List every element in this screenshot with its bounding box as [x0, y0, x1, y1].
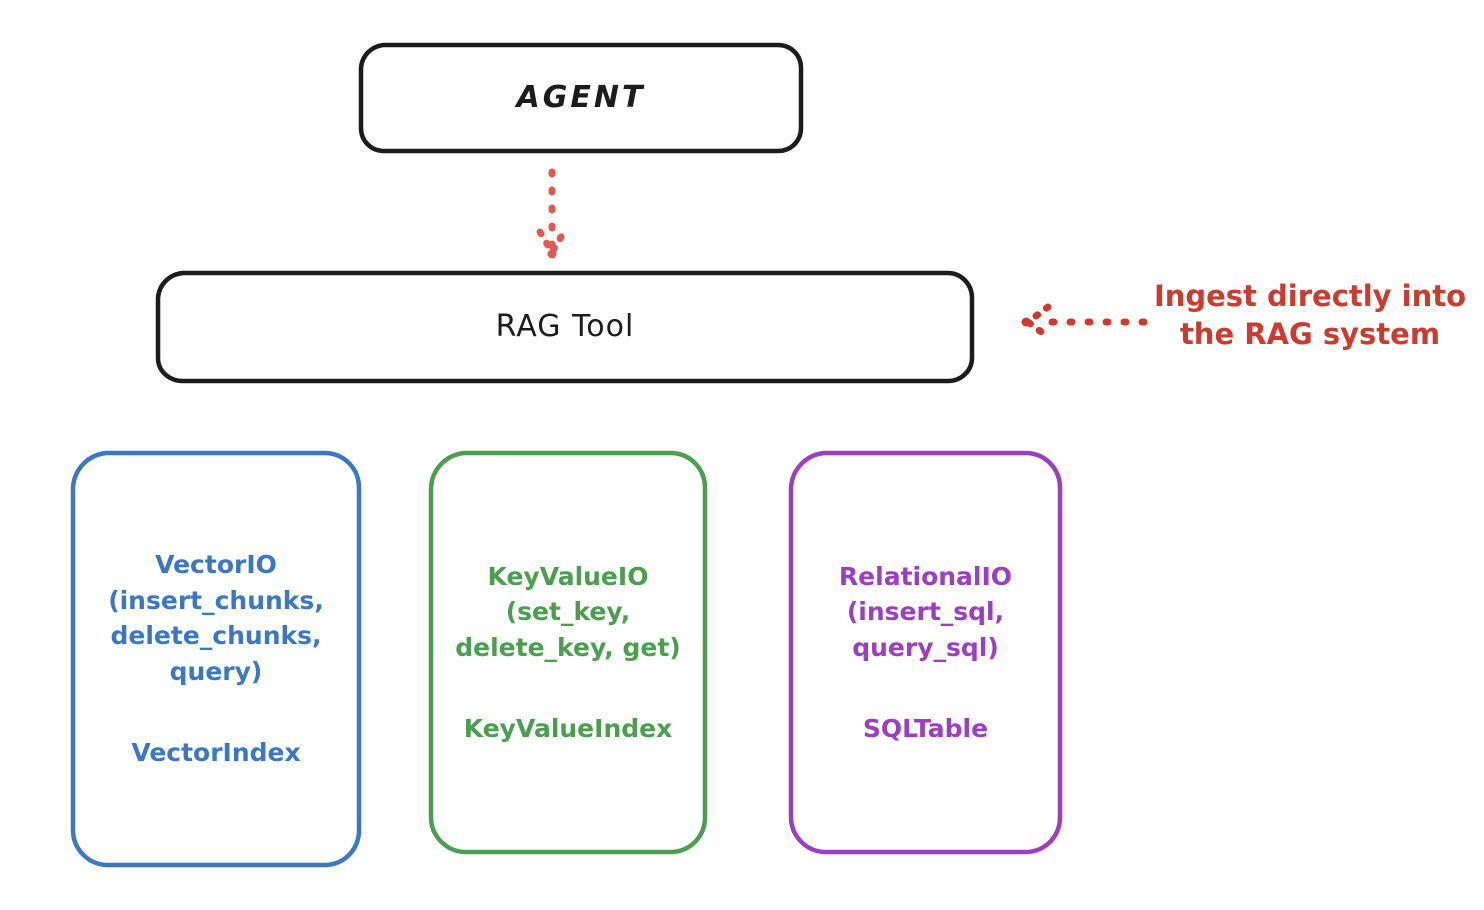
annotation-ingest: Ingest directly into the RAG system: [1153, 279, 1467, 351]
agent-content: AGENT: [358, 78, 804, 118]
rag-tool-content: RAG Tool: [155, 307, 975, 347]
agent-label: AGENT: [516, 79, 646, 115]
relational-io-api-label: RelationalIO (insert_sql, query_sql): [838, 561, 1013, 662]
node-relational-io[interactable]: RelationalIO (insert_sql, query_sql) SQL…: [788, 450, 1063, 855]
key-value-io-api-label: KeyValueIO (set_key, delete_key, get): [455, 561, 681, 662]
arrow-agent-to-rag-tool: [536, 168, 568, 259]
vector-io-api-label: VectorIO (insert_chunks, delete_chunks, …: [108, 550, 324, 686]
node-vector-io[interactable]: VectorIO (insert_chunks, delete_chunks, …: [70, 450, 362, 868]
vector-io-content: VectorIO (insert_chunks, delete_chunks, …: [70, 450, 362, 868]
relational-io-content: RelationalIO (insert_sql, query_sql) SQL…: [788, 450, 1063, 855]
node-agent[interactable]: AGENT: [358, 42, 804, 154]
rag-tool-label: RAG Tool: [495, 308, 635, 344]
key-value-io-index-label: KeyValueIndex: [463, 714, 673, 743]
key-value-io-content: KeyValueIO (set_key, delete_key, get) Ke…: [428, 450, 708, 855]
arrow-ingest-pointer: [1021, 303, 1148, 341]
vector-io-index-label: VectorIndex: [131, 738, 301, 768]
node-rag-tool[interactable]: RAG Tool: [155, 270, 975, 384]
relational-io-index-label: SQLTable: [862, 714, 989, 743]
node-key-value-io[interactable]: KeyValueIO (set_key, delete_key, get) Ke…: [428, 450, 708, 855]
